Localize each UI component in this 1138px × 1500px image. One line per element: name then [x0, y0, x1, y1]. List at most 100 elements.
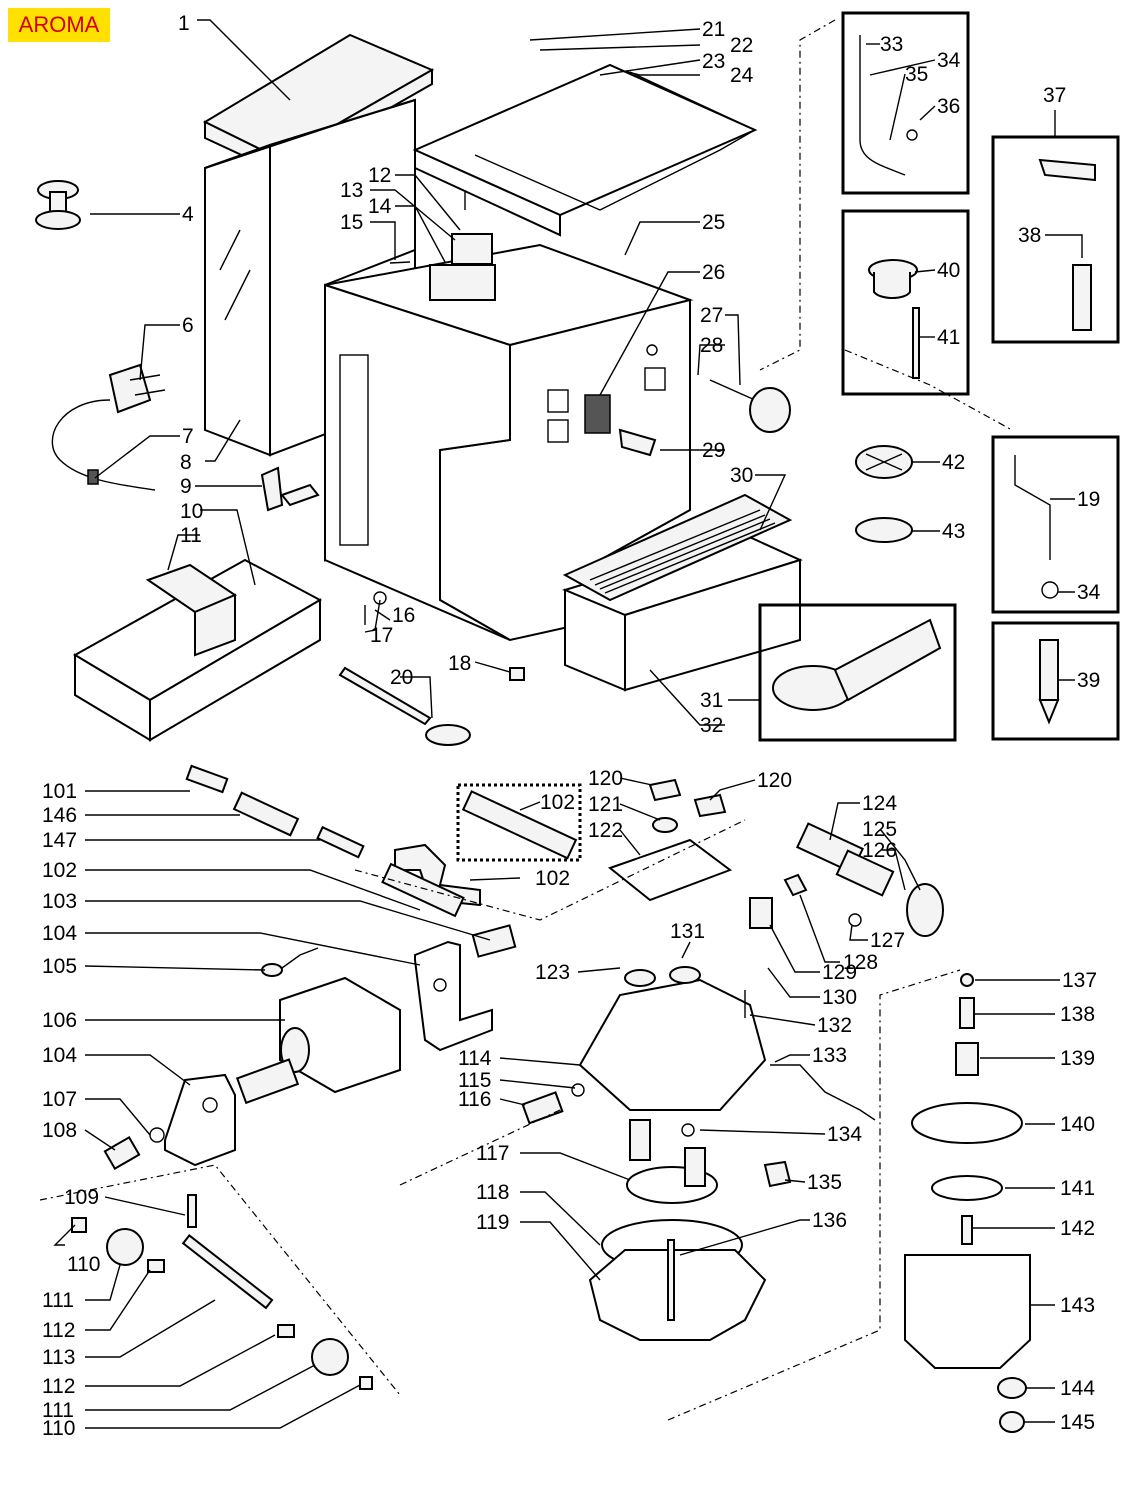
- label-part-136: 136: [812, 1209, 847, 1232]
- part-39-box: [991, 621, 1120, 741]
- label-part-132: 132: [817, 1014, 852, 1037]
- label-part-35: 35: [905, 63, 928, 86]
- label-part-40: 40: [937, 259, 960, 282]
- label-part-131: 131: [670, 920, 705, 943]
- label-part-37: 37: [1043, 84, 1066, 107]
- label-part-28: 28: [700, 334, 723, 357]
- label-part-14: 14: [368, 195, 392, 218]
- label-part-22: 22: [730, 34, 753, 57]
- label-part-128: 128: [843, 951, 878, 974]
- label-part-43: 43: [942, 520, 965, 543]
- label-part-114: 114: [458, 1047, 492, 1070]
- label-part-135: 135: [807, 1171, 842, 1194]
- label-part-139: 139: [1060, 1047, 1095, 1070]
- label-part-123: 123: [535, 961, 570, 984]
- part-137-145-group-head: [904, 973, 1031, 1433]
- label-part-116: 116: [458, 1088, 491, 1111]
- label-part-138: 138: [1060, 1003, 1095, 1026]
- part-114-boiler: [578, 966, 767, 1111]
- label-part-4: 4: [182, 203, 194, 226]
- part-31-portafilter-box: [758, 603, 957, 742]
- part-105-sensor: [261, 947, 319, 977]
- label-part-102a: 102: [42, 859, 77, 882]
- label-part-17: 17: [370, 624, 393, 647]
- label-part-111a: 111: [42, 1289, 74, 1312]
- label-part-9: 9: [180, 475, 192, 498]
- label-part-104b: 104: [42, 1044, 77, 1067]
- label-part-121: 121: [588, 793, 623, 816]
- label-part-120b: 120: [757, 769, 792, 792]
- label-part-38: 38: [1018, 224, 1041, 247]
- label-part-112a: 112: [42, 1319, 75, 1342]
- label-part-106: 106: [42, 1009, 77, 1032]
- part-101-146-147-hoses: [185, 764, 517, 958]
- label-part-110a: 110: [67, 1253, 100, 1276]
- part-4-knob: [35, 180, 81, 230]
- label-part-101: 101: [42, 780, 77, 803]
- label-part-15: 15: [340, 211, 363, 234]
- part-10-11-base-tray: [73, 558, 323, 742]
- label-part-23: 23: [702, 50, 725, 73]
- label-part-137: 137: [1062, 969, 1097, 992]
- part-16-17-screw: [364, 591, 387, 625]
- label-part-144: 144: [1060, 1377, 1095, 1400]
- label-part-127: 127: [870, 929, 905, 952]
- label-part-16: 16: [392, 604, 415, 627]
- label-part-1: 1: [178, 12, 190, 35]
- label-part-104a: 104: [42, 922, 77, 945]
- label-part-7: 7: [182, 425, 194, 448]
- label-part-24: 24: [730, 64, 754, 87]
- part-43-ring: [855, 517, 913, 543]
- label-part-124: 124: [862, 792, 897, 815]
- label-part-13: 13: [340, 179, 363, 202]
- label-part-133: 133: [812, 1044, 847, 1067]
- label-part-105: 105: [42, 955, 77, 978]
- label-part-25: 25: [702, 211, 725, 234]
- label-part-102b: 102: [540, 791, 575, 814]
- main-housing: [324, 243, 694, 642]
- part-37-38-box: [991, 135, 1120, 344]
- guide-line-right-group: [667, 969, 961, 1421]
- part-109-screw: [187, 1194, 197, 1228]
- label-part-120a: 120: [588, 767, 623, 790]
- label-part-130: 130: [822, 986, 857, 1009]
- part-labels: 1 4 6 7 8 9 10 11 12 13 14 15 16 17 18 2…: [42, 12, 1101, 1440]
- label-part-143: 143: [1060, 1294, 1095, 1317]
- label-part-8: 8: [180, 451, 192, 474]
- part-30-32-drip-tray: [562, 493, 803, 692]
- label-part-34b: 34: [1077, 581, 1101, 604]
- part-12-15-switch-block: [389, 190, 496, 301]
- part-120-122-plate: [607, 778, 733, 902]
- label-part-126: 126: [862, 839, 897, 862]
- part-33-36-steam-pipe-box: [841, 11, 970, 195]
- label-part-141: 141: [1060, 1177, 1095, 1200]
- label-part-142: 142: [1060, 1217, 1095, 1240]
- label-part-34a: 34: [937, 49, 961, 72]
- label-part-108: 108: [42, 1119, 77, 1142]
- guide-line-lower-left: [39, 1164, 401, 1396]
- label-part-129: 129: [822, 961, 857, 984]
- label-part-39: 39: [1077, 669, 1100, 692]
- guide-line-upper-hoses: [354, 819, 746, 921]
- label-part-113: 113: [42, 1346, 75, 1369]
- guide-line-right-diagonal: [844, 349, 1013, 431]
- part-110-113-tube-set: [71, 1217, 373, 1390]
- part-124-128-tee-fitting: [783, 822, 944, 937]
- leader-lines: [53, 19, 1083, 1429]
- label-part-134: 134: [827, 1123, 862, 1146]
- part-106-pump: [235, 976, 401, 1105]
- label-part-36: 36: [937, 95, 960, 118]
- label-part-117: 117: [476, 1142, 509, 1165]
- label-part-110b: 110: [42, 1417, 75, 1440]
- label-part-10: 10: [180, 500, 203, 523]
- label-part-102c: 102: [535, 867, 570, 890]
- label-part-11: 11: [180, 524, 202, 547]
- guide-line-steam-vertical: [759, 19, 836, 371]
- label-part-42: 42: [942, 451, 965, 474]
- label-part-29: 29: [702, 439, 725, 462]
- label-part-103: 103: [42, 890, 77, 913]
- label-part-33: 33: [880, 33, 903, 56]
- label-part-31: 31: [700, 689, 723, 712]
- label-part-21: 21: [702, 18, 725, 41]
